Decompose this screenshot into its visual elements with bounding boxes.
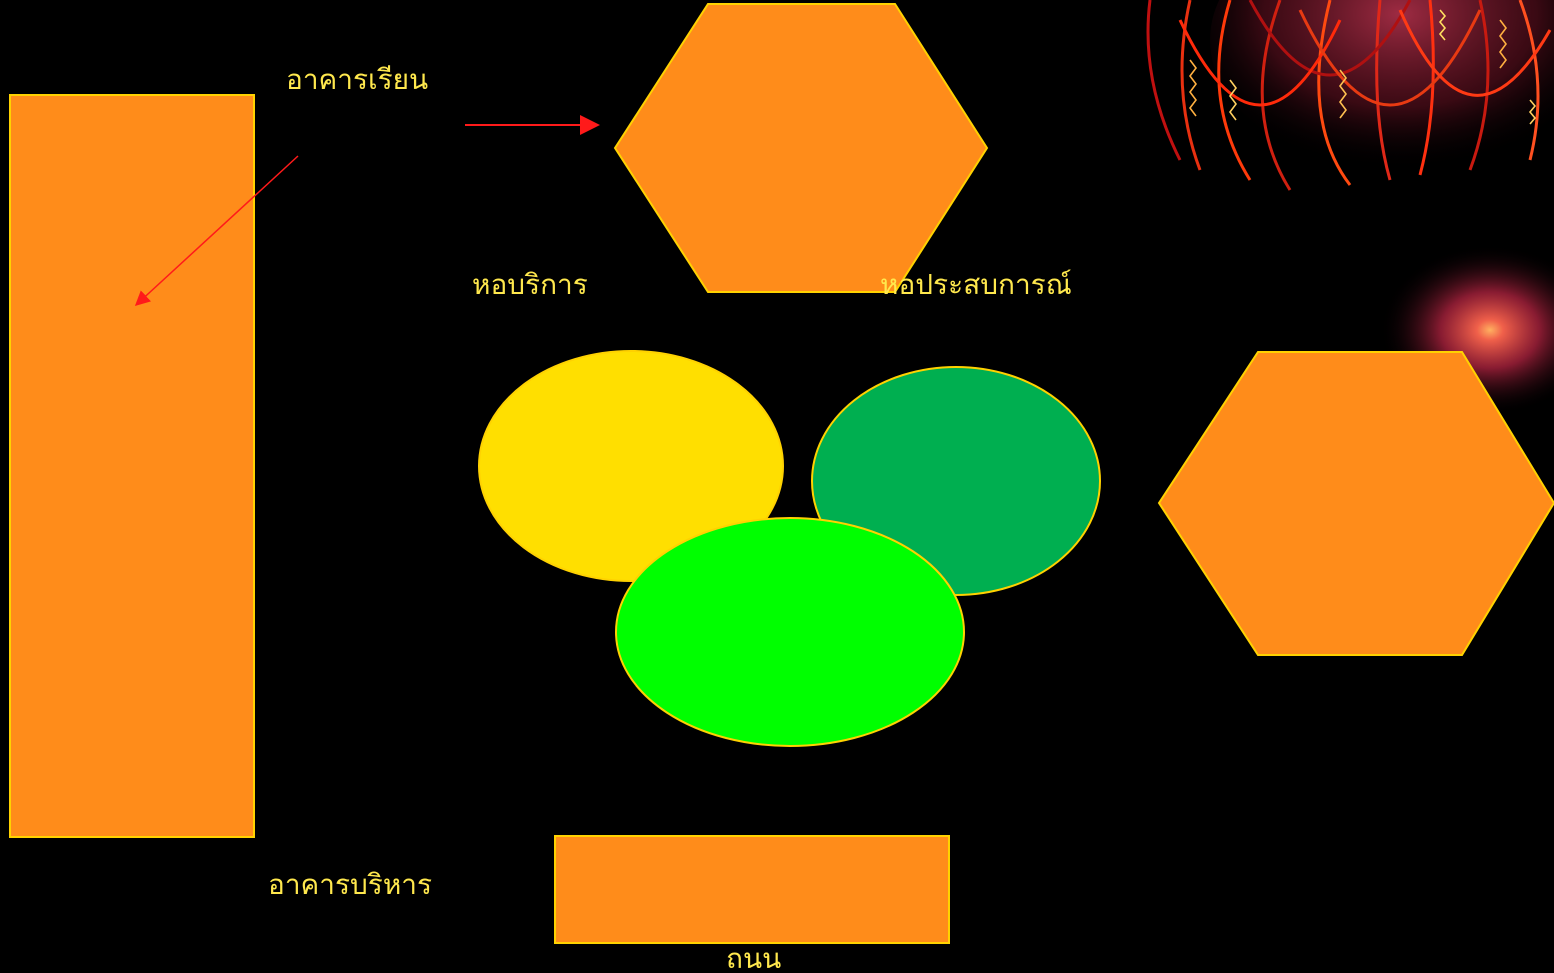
classroom-building-shape bbox=[10, 95, 254, 837]
label-admin-building: อาคารบริหาร bbox=[268, 871, 432, 899]
admin-building-shape bbox=[555, 836, 949, 943]
label-road: ถนน bbox=[726, 945, 781, 973]
label-service-dorm: หอบริการ bbox=[472, 271, 588, 299]
label-classroom-building: อาคารเรียน bbox=[286, 66, 428, 94]
label-experience-dorm: หอประสบการณ์ bbox=[880, 271, 1072, 299]
right-hexagon-building bbox=[1159, 352, 1554, 655]
top-hexagon-building bbox=[615, 4, 987, 292]
bright-green-ellipse-building bbox=[616, 518, 964, 746]
